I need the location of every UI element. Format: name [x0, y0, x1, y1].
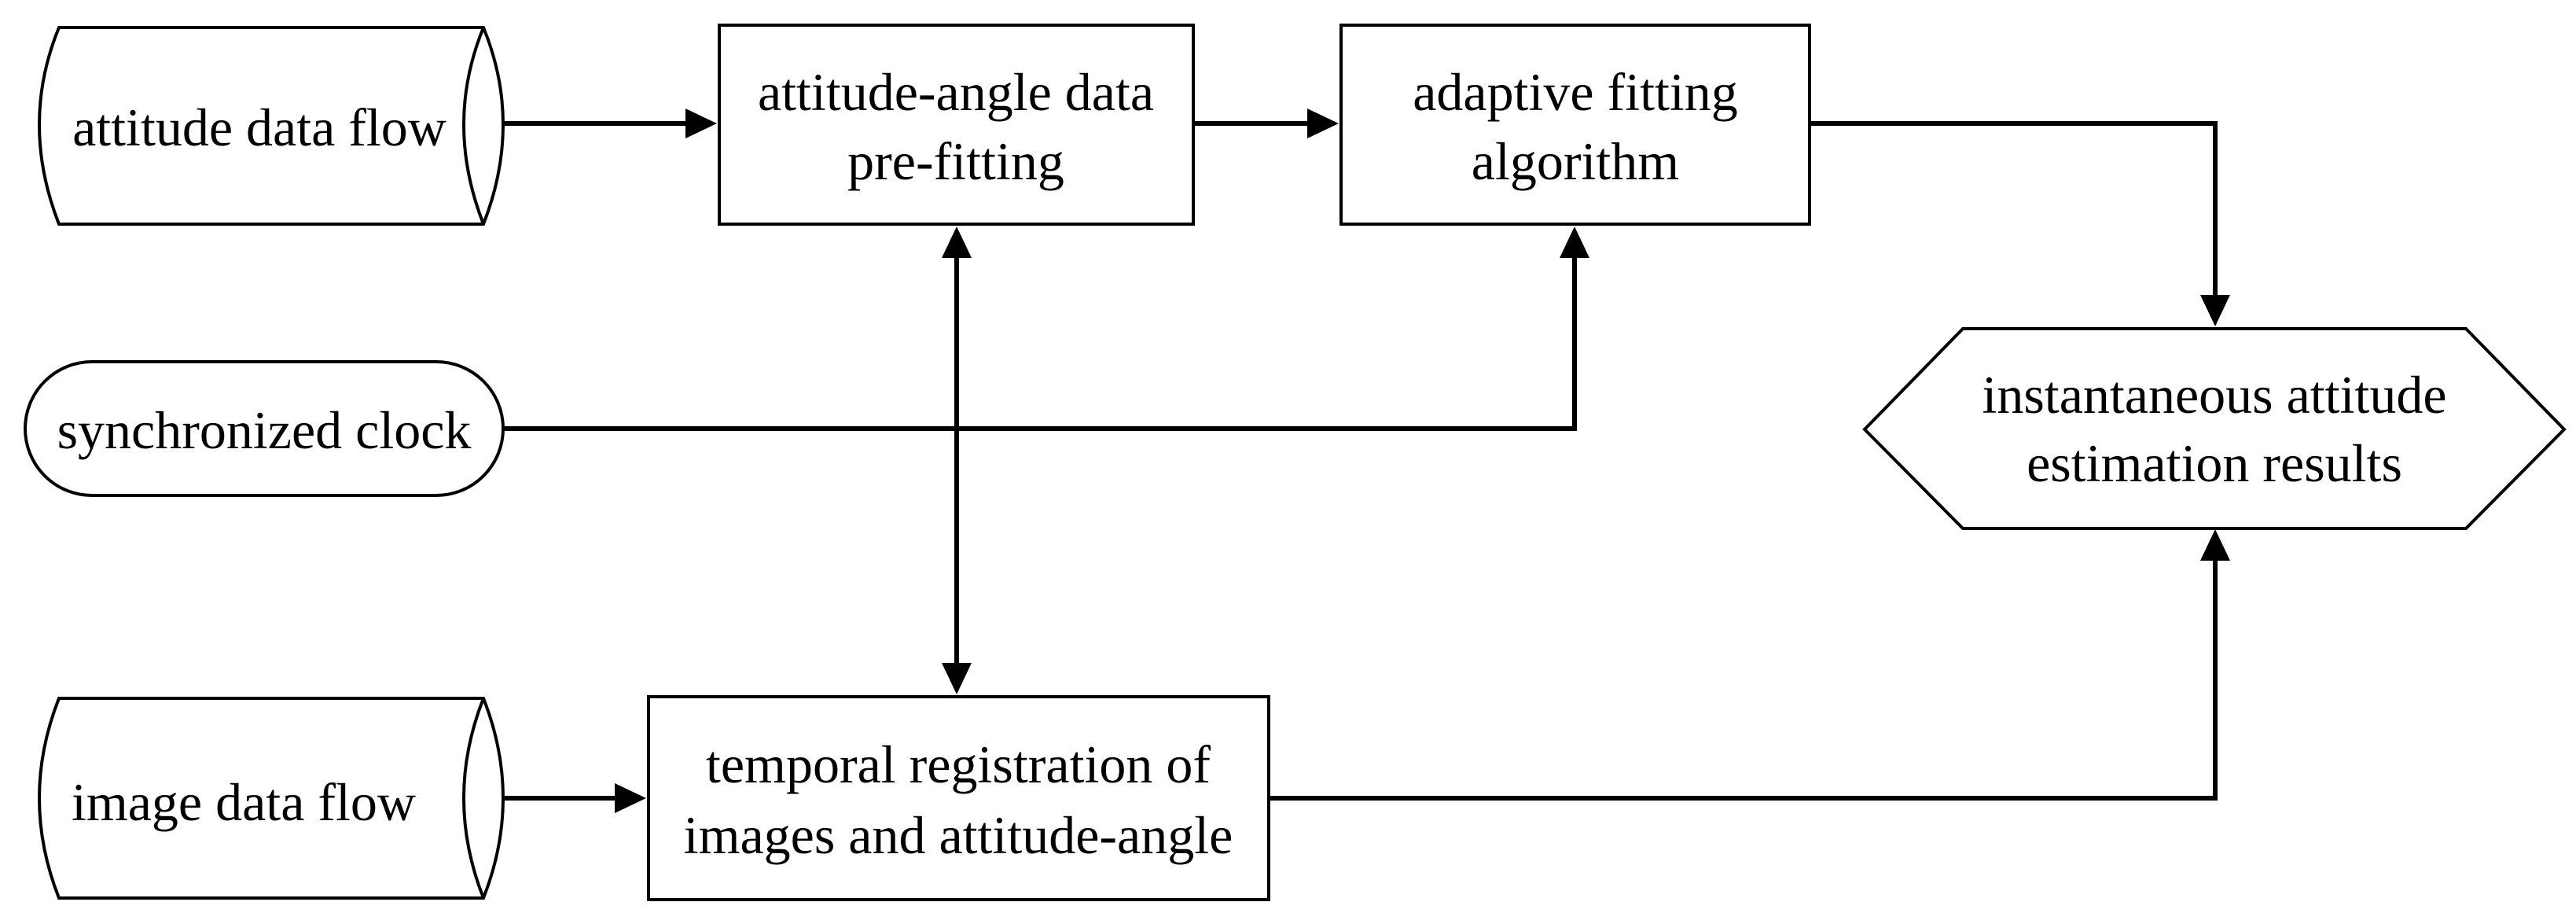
- node-attitude-angle-prefitting: attitude-angle data pre-fitting: [718, 24, 1195, 226]
- edge-adaptive-to-results: [1810, 121, 2230, 326]
- node-adaptive-fitting-algorithm-line-1: adaptive fitting: [1413, 62, 1738, 122]
- node-instantaneous-attitude-results: instantaneous attitude estimation result…: [1862, 327, 2567, 530]
- node-instantaneous-attitude-results-line-1: instantaneous attitude: [1982, 365, 2446, 425]
- edge-registration-to-results: [1269, 529, 2230, 801]
- node-attitude-data-flow-label: attitude data flow: [72, 98, 446, 157]
- node-synchronized-clock-label: synchronized clock: [57, 400, 472, 460]
- node-temporal-registration-line-1: temporal registration of: [706, 734, 1211, 794]
- node-attitude-angle-prefitting-line-2: pre-fitting: [847, 131, 1064, 191]
- edge-image-flow-to-registration: [501, 783, 646, 813]
- node-image-data-flow-label: image data flow: [72, 772, 416, 832]
- edge-attitude-flow-to-prefitting: [501, 109, 717, 138]
- node-image-data-flow: image data flow: [38, 697, 505, 900]
- node-instantaneous-attitude-results-line-2: estimation results: [2027, 433, 2402, 493]
- edge-clock-to-adaptive: [503, 226, 1589, 431]
- edge-prefitting-to-adaptive: [1193, 109, 1339, 138]
- node-adaptive-fitting-algorithm: adaptive fitting algorithm: [1339, 24, 1811, 226]
- edge-prefitting-registration-bidirectional: [942, 226, 972, 694]
- node-adaptive-fitting-algorithm-line-2: algorithm: [1472, 131, 1679, 191]
- node-temporal-registration: temporal registration of images and atti…: [647, 695, 1270, 901]
- node-attitude-data-flow: attitude data flow: [38, 26, 505, 226]
- node-temporal-registration-line-2: images and attitude-angle: [684, 805, 1233, 865]
- node-synchronized-clock: synchronized clock: [24, 360, 505, 497]
- node-attitude-angle-prefitting-line-1: attitude-angle data: [758, 62, 1154, 122]
